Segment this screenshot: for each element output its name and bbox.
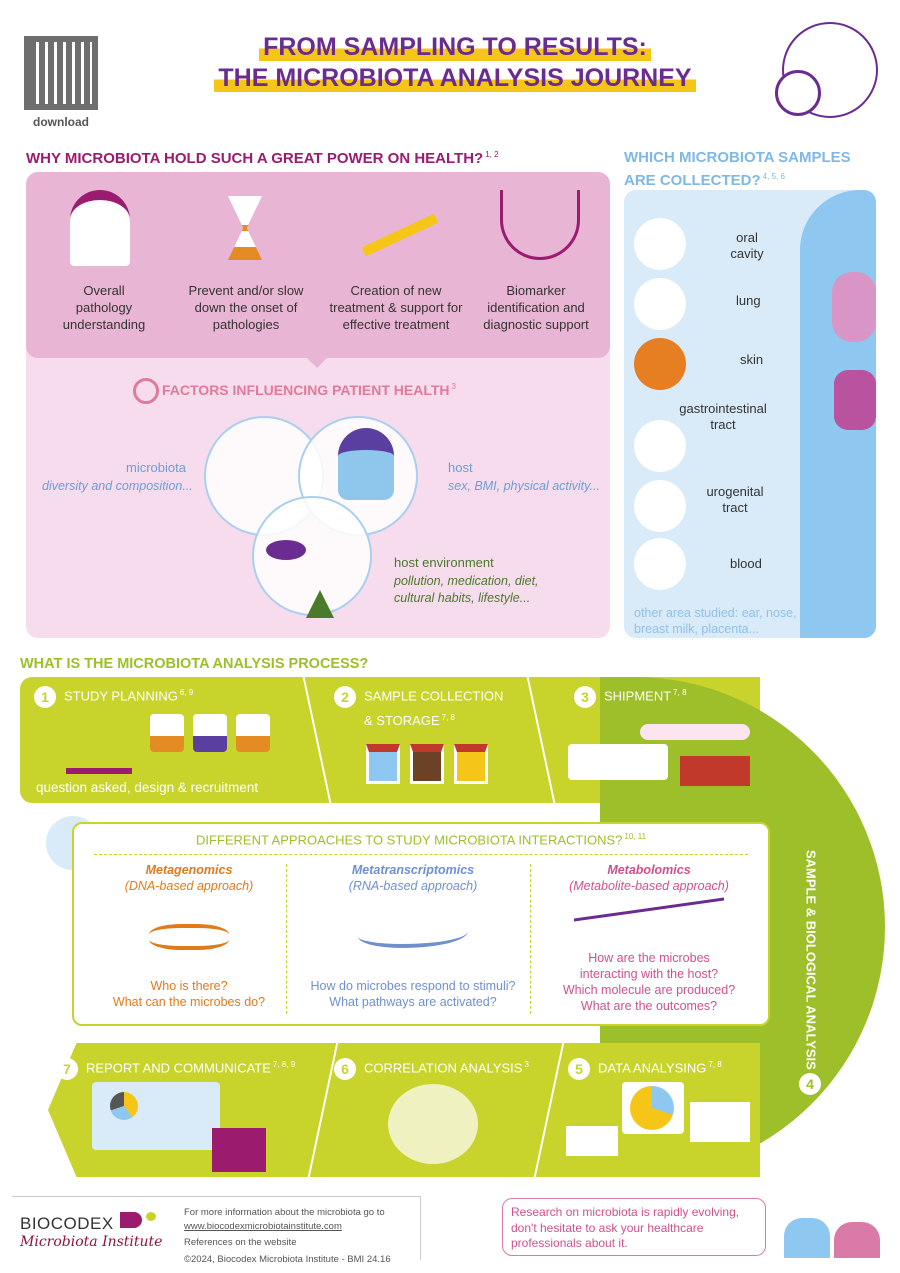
intestine-icon bbox=[834, 370, 876, 430]
boxes-icon bbox=[680, 756, 750, 786]
healthcare-professionals-icon bbox=[834, 1222, 880, 1258]
line-chart-card bbox=[690, 1102, 750, 1142]
participant-1 bbox=[150, 714, 184, 752]
pie-chart-icon bbox=[110, 1092, 138, 1120]
sample-oral: oral cavity bbox=[730, 230, 764, 261]
correlation-circles bbox=[388, 1084, 478, 1164]
samples-other: other area studied: ear, nose, breast mi… bbox=[634, 606, 797, 636]
scientist-icon bbox=[70, 190, 130, 266]
divider bbox=[286, 864, 287, 1014]
env-desc-2: cultural habits, lifestyle... bbox=[394, 591, 531, 605]
host-label: host bbox=[448, 460, 473, 475]
power-heading: WHY MICROBIOTA HOLD SUCH A GREAT POWER O… bbox=[26, 150, 499, 167]
participant-3 bbox=[236, 714, 270, 752]
logo-mark bbox=[120, 1212, 142, 1228]
search-icon bbox=[133, 378, 159, 404]
sample-skin: skin bbox=[740, 352, 764, 367]
fish-icon bbox=[266, 540, 306, 560]
urine-sample-icon bbox=[634, 480, 686, 532]
env-desc-1: pollution, medication, diet, bbox=[394, 574, 539, 588]
dna-icon bbox=[149, 924, 229, 950]
approach-metatranscriptomics: Metatranscriptomics (RNA-based approach)… bbox=[310, 863, 516, 1009]
presenter-icon bbox=[212, 1128, 266, 1172]
brand-logo: BIOCODEX Microbiota Institute bbox=[20, 1214, 163, 1250]
approach-metagenomics: Metagenomics (DNA-based approach) Who is… bbox=[112, 863, 266, 1009]
presentation-board bbox=[92, 1082, 220, 1150]
qr-code[interactable] bbox=[24, 36, 98, 110]
dna-stethoscope-icon bbox=[500, 190, 580, 260]
microscope-icon bbox=[782, 22, 878, 118]
stool-sample-icon bbox=[634, 420, 686, 472]
healthcare-professionals-icon bbox=[784, 1218, 830, 1258]
airplane-icon bbox=[640, 724, 750, 740]
footer-rule bbox=[12, 1196, 420, 1197]
participant-2 bbox=[193, 714, 227, 752]
lung-icon bbox=[832, 272, 876, 342]
host-desc: sex, BMI, physical activity... bbox=[448, 479, 600, 493]
sample-lung: lung bbox=[736, 293, 761, 308]
env-label: host environment bbox=[394, 555, 494, 570]
rna-icon bbox=[358, 920, 468, 948]
power-item-2: Prevent and/or slow down the onset of pa… bbox=[188, 283, 304, 332]
bar-chart-card bbox=[566, 1126, 618, 1156]
footer-info: For more information about the microbiot… bbox=[184, 1207, 391, 1265]
sample-gi: gastrointestinal tract bbox=[679, 401, 767, 432]
sample-jar-yellow bbox=[454, 744, 488, 784]
approach-metabolomics: Metabolomics (Metabolite-based approach)… bbox=[562, 863, 736, 1013]
molecule-icon bbox=[574, 897, 724, 949]
power-item-3: Creation of new treatment & support for … bbox=[329, 283, 463, 332]
message-box: Research on microbiota is rapidly evolvi… bbox=[502, 1198, 766, 1256]
download-label[interactable]: download bbox=[33, 115, 89, 129]
host-avatar bbox=[338, 428, 394, 500]
website-link[interactable]: www.biocodexmicrobiotainstitute.com bbox=[184, 1221, 342, 1232]
step-1-sub: question asked, design & recruitment bbox=[36, 780, 259, 795]
blood-icon bbox=[634, 538, 686, 590]
approaches-heading: DIFFERENT APPROACHES TO STUDY MICROBIOTA… bbox=[195, 832, 647, 848]
footer-vrule bbox=[420, 1196, 421, 1260]
sample-jar-blue bbox=[366, 744, 400, 784]
truck-icon bbox=[568, 744, 668, 780]
divider bbox=[94, 854, 748, 855]
power-item-1: Overall pathology understanding bbox=[62, 283, 146, 332]
mouth-icon bbox=[634, 218, 686, 270]
pie-chart-icon bbox=[630, 1086, 674, 1130]
divider bbox=[530, 864, 531, 1014]
microbiota-desc: diversity and composition... bbox=[42, 479, 193, 493]
logo-dot bbox=[146, 1212, 156, 1221]
sample-blood: blood bbox=[730, 556, 762, 571]
step-4: SAMPLE & BIOLOGICAL ANALYSIS 4 bbox=[778, 850, 842, 1096]
process-heading: WHAT IS THE MICROBIOTA ANALYSIS PROCESS? bbox=[20, 656, 369, 672]
sample-jar-brown bbox=[410, 744, 444, 784]
approaches-panel: DIFFERENT APPROACHES TO STUDY MICROBIOTA… bbox=[72, 822, 770, 1026]
skin-icon bbox=[634, 338, 686, 390]
magnifier-icon bbox=[775, 70, 821, 116]
power-item-4: Biomarker identification and diagnostic … bbox=[483, 283, 589, 332]
tree-icon bbox=[306, 576, 334, 618]
page-title: FROM SAMPLING TO RESULTS:THE MICROBIOTA … bbox=[195, 32, 715, 94]
sample-urogenital: urogenital tract bbox=[706, 484, 764, 515]
panel-pointer bbox=[305, 356, 329, 380]
microbiota-label: microbiota bbox=[126, 460, 186, 475]
lung-sample-icon bbox=[634, 278, 686, 330]
researcher-icon bbox=[66, 714, 132, 774]
